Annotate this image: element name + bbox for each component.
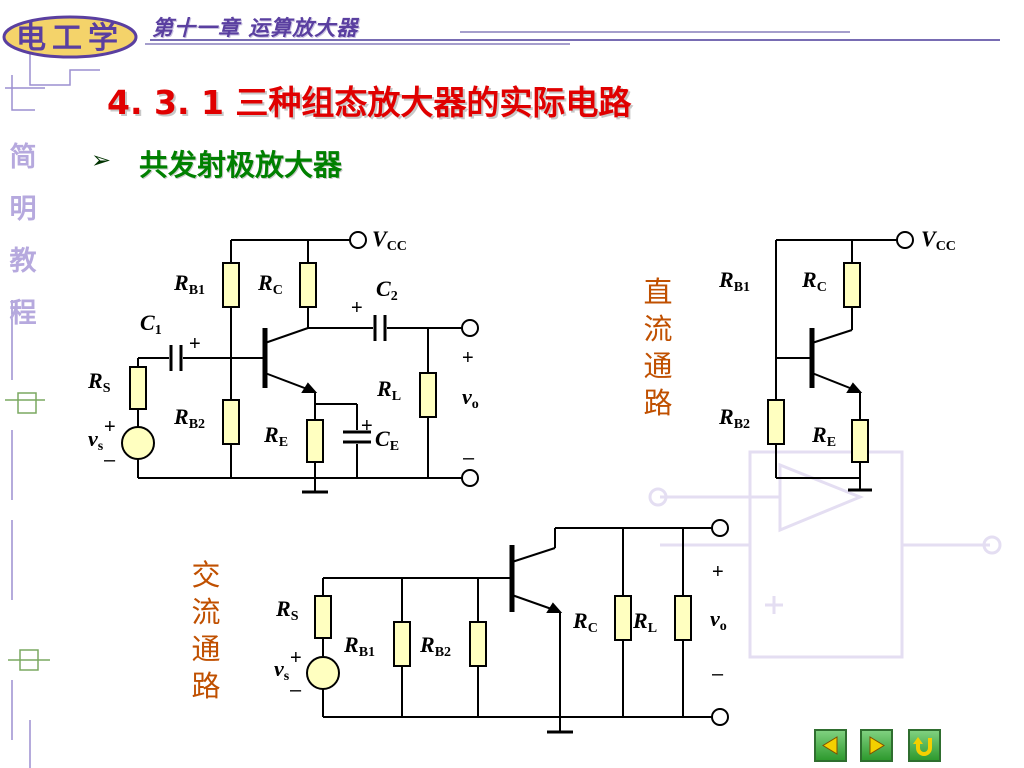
label-ce: CE: [375, 426, 399, 454]
ce-plus: +: [361, 415, 373, 437]
resistor-rc: [299, 262, 317, 308]
label-vo: vo: [462, 384, 479, 412]
vs-plus-ac: +: [290, 647, 302, 669]
sidebar-char: 教: [9, 246, 37, 277]
logo-text: 电工学: [16, 21, 124, 56]
vs-minus: –: [104, 449, 116, 471]
label-rb1: RB1: [173, 270, 205, 298]
resistor-rb1: [222, 262, 240, 308]
vo-minus: –: [463, 447, 475, 469]
signal-source-ac: [306, 656, 340, 690]
dc-path-char: 通: [643, 349, 673, 383]
label-vs: vs: [88, 426, 104, 454]
label-re: RE: [263, 422, 288, 450]
vs-plus: +: [104, 416, 116, 438]
signal-source: [121, 426, 155, 460]
sidebar-char: 明: [9, 194, 37, 225]
left-border-traces: [5, 45, 100, 768]
ac-path-char: 交: [191, 558, 221, 592]
label-rb2-ac: RB2: [419, 632, 451, 660]
ac-path-char: 路: [191, 669, 221, 703]
ac-path-circuit: [306, 519, 729, 734]
label-vo-ac: vo: [710, 606, 727, 634]
label-rb1-dc: RB1: [718, 267, 750, 295]
dc-path-char: 流: [643, 312, 673, 346]
logo-graphic: 电工学: [2, 15, 138, 59]
full-circuit: [121, 231, 479, 494]
label-rb2: RB2: [173, 404, 205, 432]
vo-terminal-bottom: [461, 469, 479, 487]
label-rb1-ac: RB1: [343, 632, 375, 660]
resistor-rl-ac: [674, 595, 692, 641]
vo-minus-ac: –: [712, 663, 724, 685]
label-rc: RC: [257, 270, 283, 298]
ac-path-char: 通: [191, 632, 221, 666]
left-triangle-icon: [822, 736, 838, 755]
next-button[interactable]: [860, 729, 893, 762]
bullet-arrow-icon: ➢: [91, 146, 112, 174]
ac-path-label: 交 流 通 路: [189, 557, 223, 705]
dc-path-char: 路: [643, 386, 673, 420]
sidebar-char: 程: [9, 298, 37, 329]
resistor-rc-ac: [614, 595, 632, 641]
return-button[interactable]: [908, 729, 941, 762]
c2-plus: +: [351, 297, 363, 319]
resistor-rb2: [222, 399, 240, 445]
vo-terminal-top: [461, 319, 479, 337]
label-rc-dc: RC: [801, 267, 827, 295]
prev-button[interactable]: [814, 729, 847, 762]
label-vs-ac: vs: [274, 656, 290, 684]
label-vcc-dc: VCC: [921, 226, 956, 254]
label-rc-ac: RC: [572, 608, 598, 636]
resistor-rb1-ac: [393, 621, 411, 667]
vo-terminal-bottom-ac: [711, 708, 729, 726]
vo-terminal-top-ac: [711, 519, 729, 537]
resistor-rl: [419, 372, 437, 418]
resistor-re-dc: [851, 419, 869, 463]
dc-path-char: 直: [643, 275, 673, 309]
bullet-text: 共发射极放大器: [139, 148, 343, 182]
dc-path-label: 直 流 通 路: [641, 274, 675, 422]
label-rl-ac: RL: [632, 608, 657, 636]
c1-plus: +: [189, 333, 201, 355]
ac-path-char: 流: [191, 595, 221, 629]
vo-plus-ac: +: [712, 561, 724, 583]
sidebar-char: 简: [9, 142, 37, 173]
left-border-ics: [5, 392, 50, 671]
resistor-rc-dc: [843, 262, 861, 308]
resistor-rb2-ac: [469, 621, 487, 667]
resistor-re: [306, 419, 324, 463]
label-rl: RL: [376, 376, 401, 404]
vo-plus: +: [462, 347, 474, 369]
logo: 电工学: [0, 12, 142, 62]
vcc-terminal: [349, 231, 367, 249]
sidebar-title: 简 明 教 程: [6, 132, 40, 340]
label-rs: RS: [87, 368, 111, 396]
label-rs-ac: RS: [275, 596, 299, 624]
section-title: 4. 3. 1 三种组态放大器的实际电路: [107, 83, 632, 122]
resistor-rs: [129, 366, 147, 410]
chapter-title: 第十一章 运算放大器: [152, 15, 359, 40]
label-vcc: VCC: [372, 226, 407, 254]
label-c2: C2: [376, 276, 398, 304]
emitter-arrow: [301, 382, 318, 393]
dc-path-circuit: [767, 231, 914, 492]
label-re-dc: RE: [811, 422, 836, 450]
return-arrow-icon: [913, 737, 932, 756]
label-c1: C1: [140, 310, 162, 338]
vs-minus-ac: –: [290, 679, 302, 701]
resistor-rs-ac: [314, 595, 332, 639]
opamp-watermark: [648, 450, 1002, 659]
label-rb2-dc: RB2: [718, 404, 750, 432]
right-triangle-icon: [869, 736, 885, 755]
vcc-terminal-dc: [896, 231, 914, 249]
resistor-rb2-dc: [767, 399, 785, 445]
